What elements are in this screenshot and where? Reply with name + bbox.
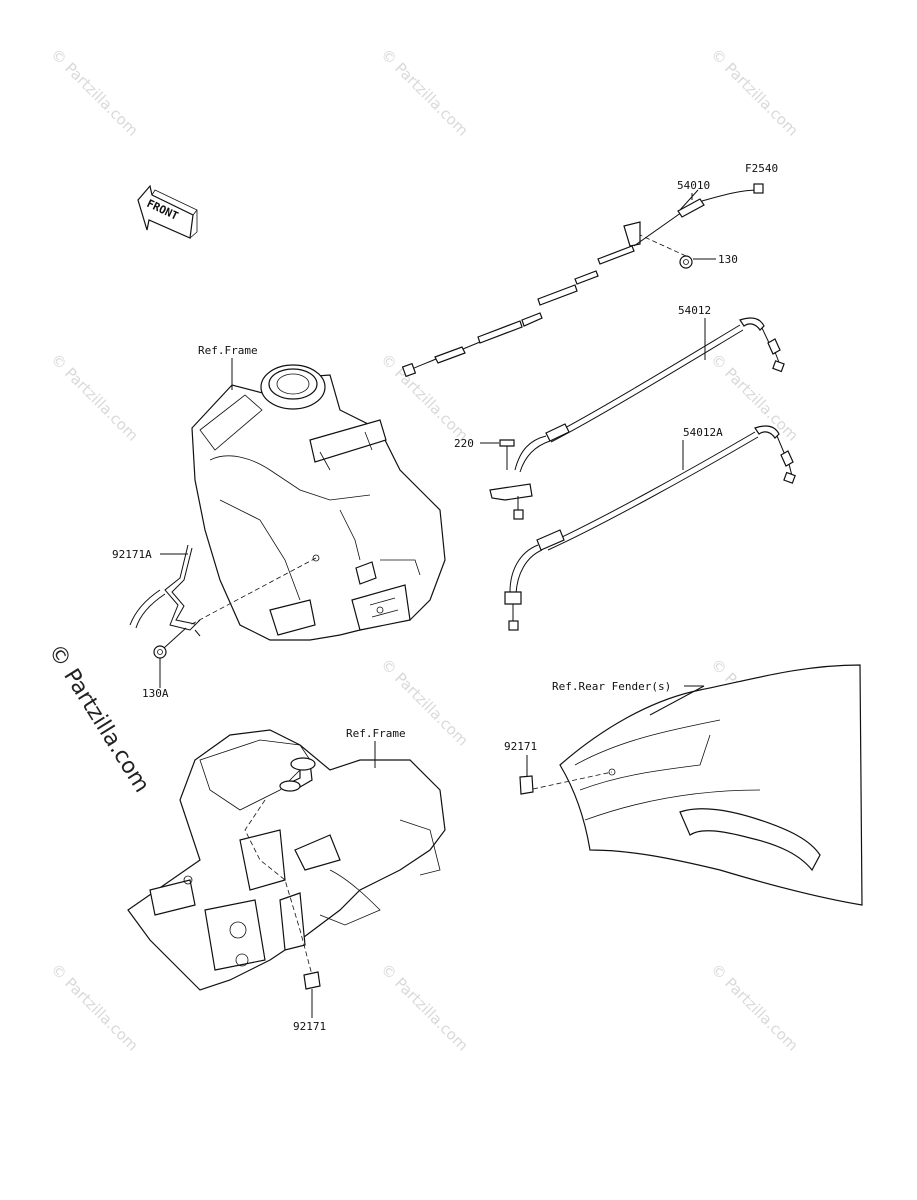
callouts: 54010 130 54012 54012A 220 92171A 130A 9… [112,179,738,1033]
callout-54012A: 54012A [683,426,723,439]
front-arrow-icon: FRONT [137,184,198,239]
cable-54012 [480,317,785,520]
ref-rear-fender: Ref.Rear Fender(s) [552,680,671,693]
callout-54012: 54012 [678,304,711,317]
watermark: © Partzilla.com [377,960,472,1055]
watermark: © Partzilla.com [377,45,472,140]
diagram-code: F2540 [745,162,778,175]
watermark: © Partzilla.com [47,45,142,140]
ref-frame-top: Ref.Frame [198,344,258,357]
callout-92171-bottom: 92171 [293,1020,326,1033]
clip-92171A [129,544,201,688]
callout-92171-right: 92171 [504,740,537,753]
watermark: © Partzilla.com [47,960,142,1055]
watermark: © Partzilla.com [707,960,802,1055]
callout-130A: 130A [142,687,169,700]
cable-54012A [504,425,796,631]
watermark: © Partzilla.com [377,350,472,445]
watermark-side: © Partzilla.com [43,640,154,797]
callout-220: 220 [454,437,474,450]
rear-fender: Ref.Rear Fender(s) [519,664,863,906]
callout-92171A: 92171A [112,548,152,561]
callout-54010: 54010 [677,179,710,192]
cable-54010 [401,183,764,378]
watermark: © Partzilla.com [707,45,802,140]
watermark: © Partzilla.com [47,350,142,445]
lower-frame: Ref.Frame [127,727,446,1018]
ref-frame-bottom: Ref.Frame [346,727,406,740]
upper-frame: Ref.Frame [189,344,446,641]
callout-130: 130 [718,253,738,266]
